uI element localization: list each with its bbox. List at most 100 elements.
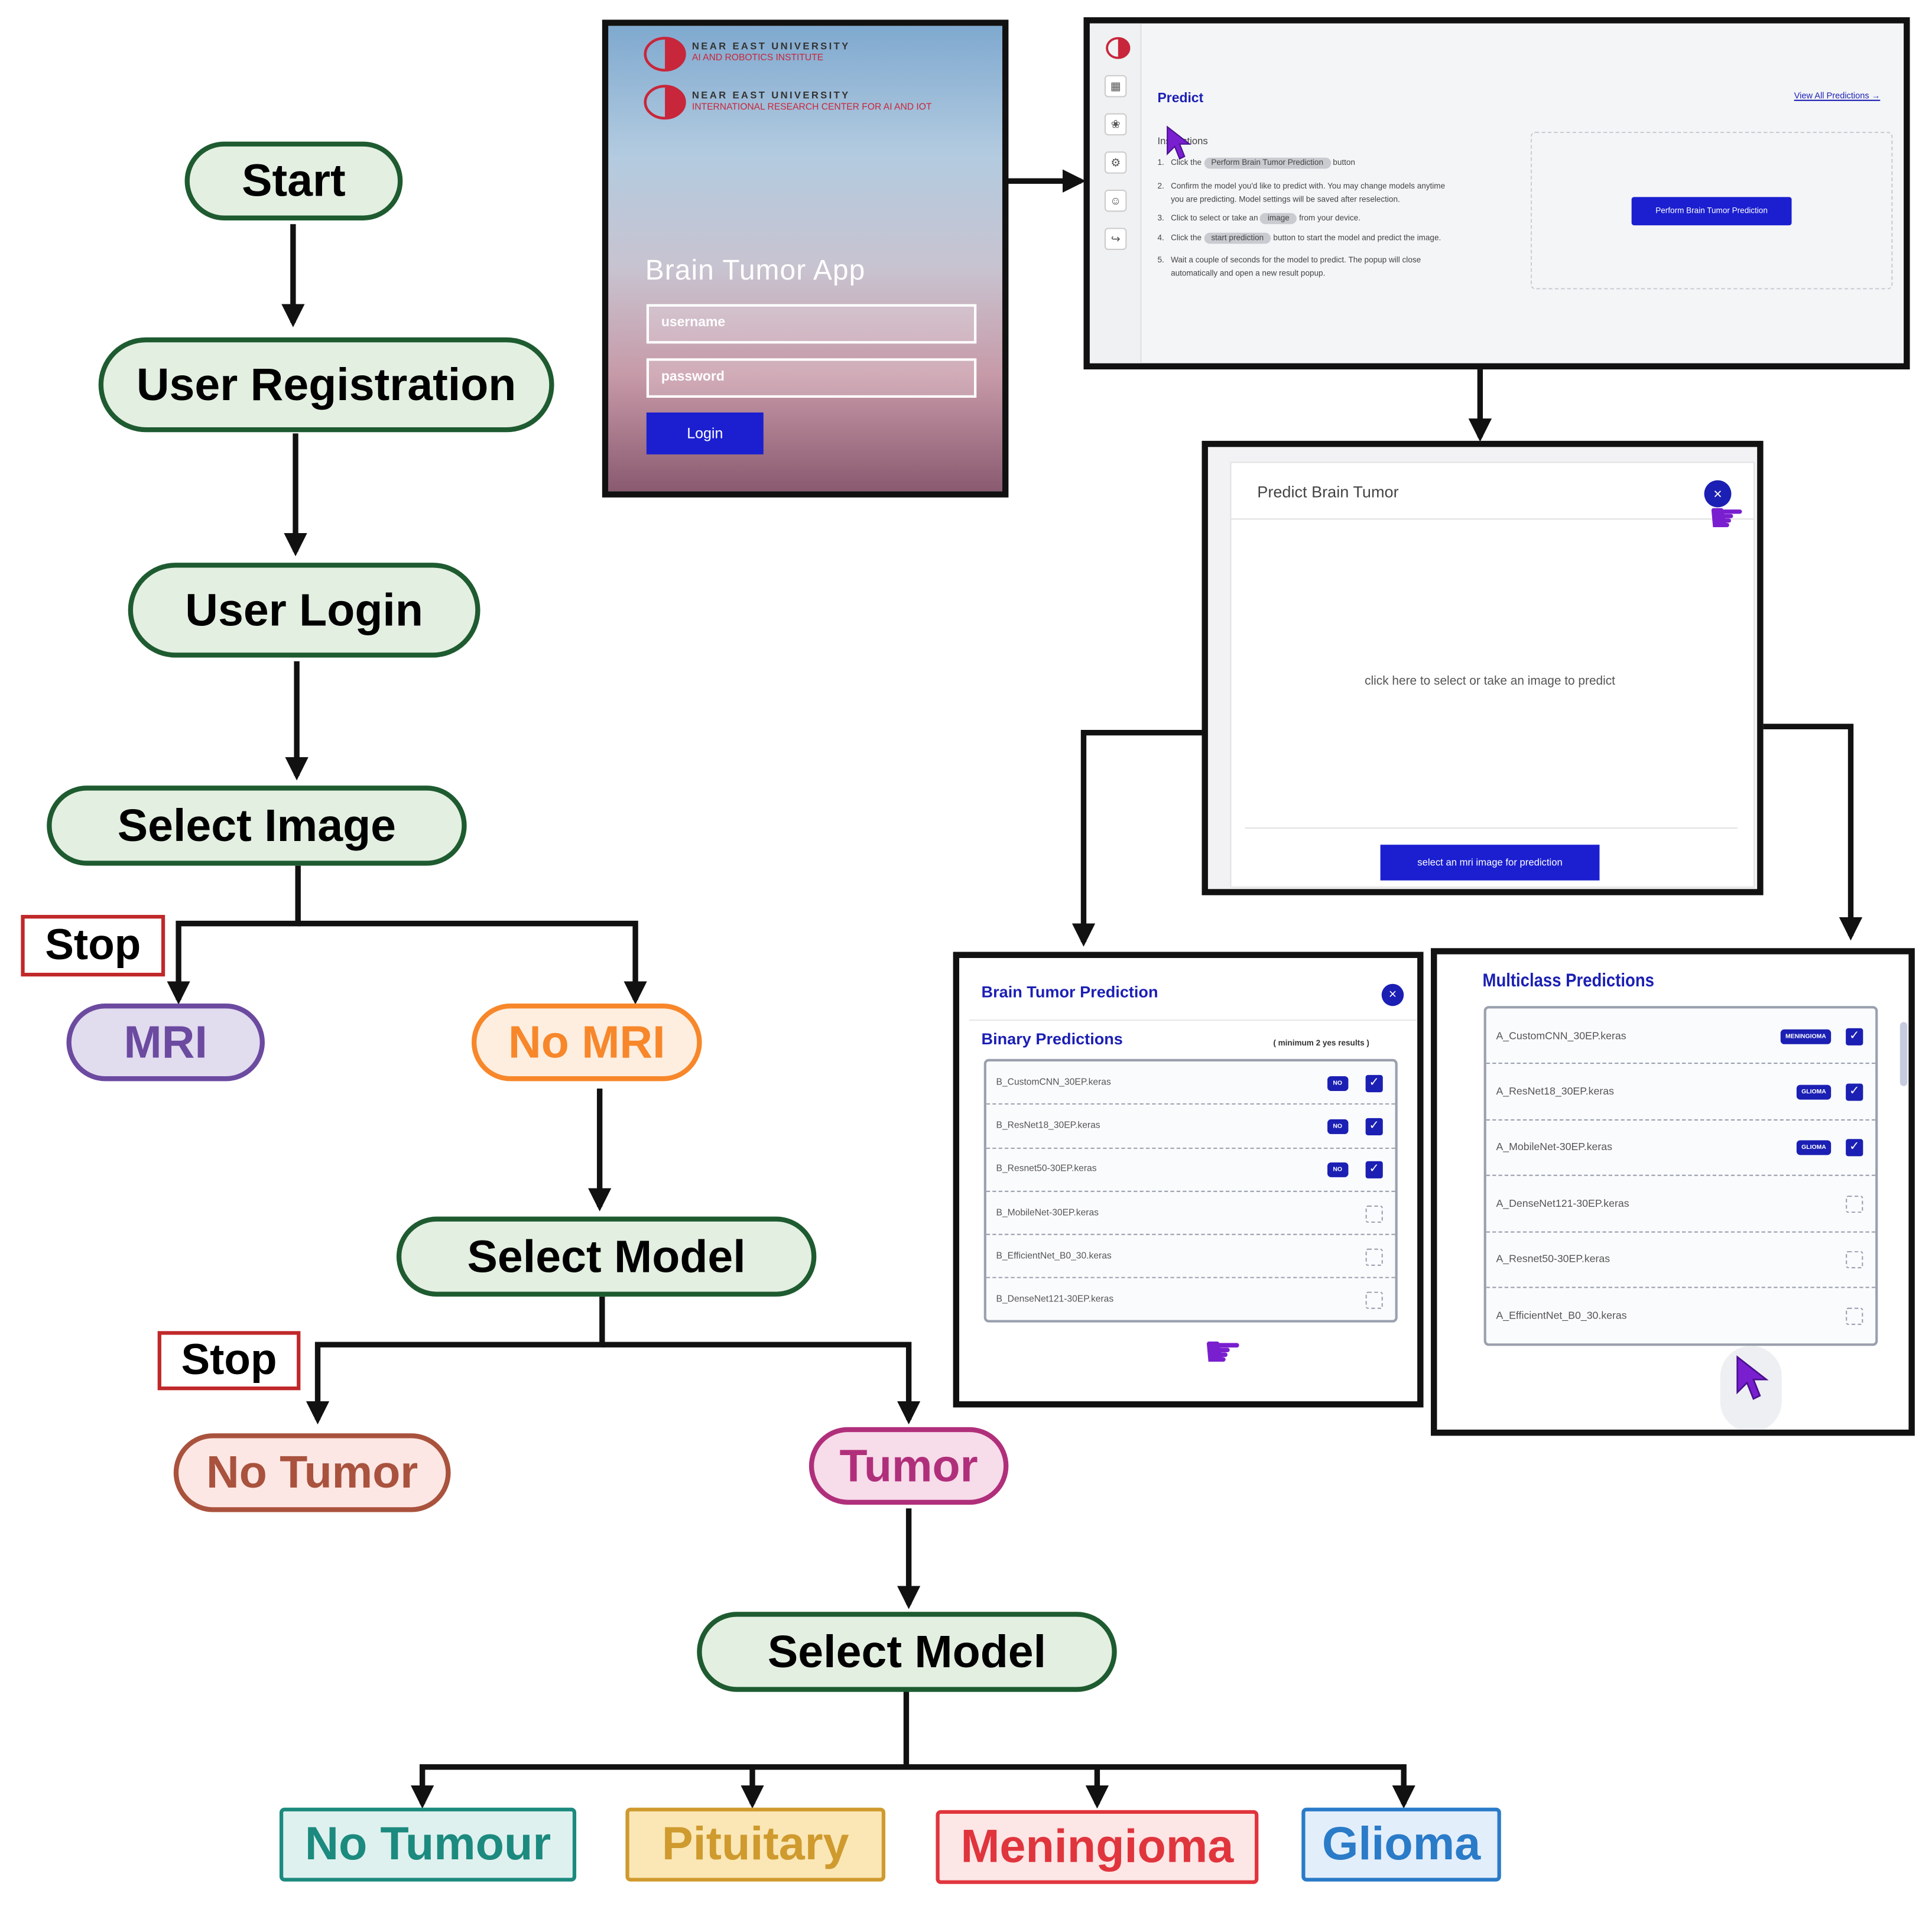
instruction-step-3: 3. Click to select or take an image from…	[1157, 213, 1360, 225]
binary-predictions-screenshot: Brain Tumor Prediction × Binary Predicti…	[953, 952, 1424, 1408]
checked-checkbox-icon[interactable]: ✓	[1365, 1118, 1383, 1135]
stop-label-1: Stop	[21, 915, 165, 977]
multi-model-name: A_EfficientNet_B0_30.keras	[1496, 1308, 1627, 1321]
login-button[interactable]: Login	[646, 412, 764, 454]
password-field[interactable]: password	[646, 358, 977, 398]
username-field[interactable]: username	[646, 304, 977, 344]
binary-model-name: B_MobileNet-30EP.keras	[996, 1206, 1099, 1217]
user-login-node: User Login	[128, 563, 480, 658]
multiclass-title: Multiclass Predictions	[1482, 970, 1654, 992]
select-mri-button[interactable]: select an mri image for prediction	[1380, 845, 1600, 881]
multi-result-badge: MENINGIOMA	[1780, 1029, 1832, 1044]
perform-prediction-panel	[1530, 131, 1893, 290]
multi-model-name: A_ResNet18_30EP.keras	[1496, 1084, 1615, 1098]
hand-cursor-icon: ☛	[1707, 493, 1746, 543]
multi-row[interactable]: A_EfficientNet_B0_30.keras	[1486, 1288, 1875, 1344]
tumor-node: Tumor	[808, 1427, 1009, 1505]
checkbox-icon[interactable]	[1365, 1204, 1383, 1222]
login-screenshot: NEAR EAST UNIVERSITY AI AND ROBOTICS INS…	[602, 20, 1009, 498]
multi-row[interactable]: A_CustomCNN_30EP.keras MENINGIOMA ✓	[1486, 1008, 1876, 1064]
checked-checkbox-icon[interactable]: ✓	[1365, 1161, 1383, 1179]
instruction-step-4: 4. Click the start prediction button to …	[1157, 232, 1441, 244]
predict-screenshot: ▦ ❀ ⚙ ☺ ↪ Predict View All Predictions →…	[1083, 17, 1910, 370]
brain-icon[interactable]: ❀	[1104, 113, 1127, 136]
select-model-node-2: Select Model	[697, 1612, 1117, 1692]
stop-label-2: Stop	[157, 1331, 301, 1391]
class-pituitary: Pituitary	[625, 1807, 886, 1882]
users-icon[interactable]: ☺	[1104, 189, 1127, 212]
binary-row[interactable]: B_MobileNet-30EP.keras	[986, 1192, 1395, 1236]
step3-pre: Click to select or take an	[1171, 214, 1258, 223]
modal-close-button[interactable]: ×	[1704, 480, 1732, 508]
multiclass-pointer-cursor-icon	[1736, 1355, 1769, 1400]
brand2-line1: NEAR EAST UNIVERSITY	[691, 90, 850, 101]
instruction-step-5: 5. Wait a couple of seconds for the mode…	[1157, 256, 1421, 278]
binary-row[interactable]: B_Resnet50-30EP.keras NO ✓	[986, 1148, 1395, 1192]
select-image-node: Select Image	[47, 785, 467, 866]
brand1-line2: AI AND ROBOTICS INSTITUTE	[691, 51, 824, 63]
modal-card	[1230, 462, 1755, 888]
step4-post: button to start the model and predict th…	[1273, 233, 1441, 243]
checkbox-icon[interactable]	[1365, 1291, 1383, 1310]
instruction-step-2: 2. Confirm the model you'd like to predi…	[1157, 182, 1446, 204]
modal-title: Predict Brain Tumor	[1257, 482, 1399, 501]
checkbox-icon[interactable]	[1846, 1251, 1863, 1269]
step2-line2: you are predicting. Model settings will …	[1171, 196, 1400, 204]
step1-pre: Click the	[1171, 158, 1202, 168]
multi-row[interactable]: A_DenseNet121-30EP.keras	[1486, 1176, 1876, 1232]
modal-footer-divider	[1245, 827, 1738, 829]
binary-row[interactable]: B_EfficientNet_B0_30.keras	[986, 1235, 1395, 1279]
select-model-node-1: Select Model	[396, 1216, 817, 1297]
binary-model-name: B_CustomCNN_30EP.keras	[996, 1076, 1111, 1087]
step5-line2: automatically and open a new result popu…	[1171, 269, 1326, 278]
checkbox-icon[interactable]	[1846, 1307, 1863, 1325]
predict-modal-screenshot: Predict Brain Tumor × ☛ click here to se…	[1202, 440, 1764, 895]
perform-prediction-button[interactable]: Perform Brain Tumor Prediction	[1631, 197, 1792, 226]
multi-result-badge: GLIOMA	[1796, 1141, 1832, 1156]
checked-checkbox-icon[interactable]: ✓	[1365, 1074, 1383, 1092]
checkbox-icon[interactable]	[1365, 1248, 1383, 1266]
start-node: Start	[184, 141, 403, 220]
app-title: Brain Tumor App	[645, 254, 866, 286]
step4-pre: Click the	[1171, 233, 1202, 243]
step3-post: from your device.	[1299, 214, 1360, 223]
binary-close-button[interactable]: ×	[1381, 983, 1404, 1006]
binary-title: Brain Tumor Prediction	[981, 982, 1158, 1001]
multi-model-name: A_DenseNet121-30EP.keras	[1496, 1196, 1629, 1209]
predict-title: Predict	[1157, 91, 1204, 106]
binary-model-name: B_Resnet50-30EP.keras	[996, 1163, 1097, 1174]
checkbox-icon[interactable]	[1846, 1195, 1863, 1213]
multi-model-name: A_Resnet50-30EP.keras	[1496, 1252, 1610, 1265]
checked-checkbox-icon[interactable]: ✓	[1846, 1028, 1863, 1045]
view-all-predictions-link[interactable]: View All Predictions →	[1794, 92, 1881, 101]
checked-checkbox-icon[interactable]: ✓	[1846, 1139, 1863, 1157]
logout-icon[interactable]: ↪	[1104, 228, 1127, 250]
binary-result-badge: NO	[1326, 1119, 1349, 1134]
step1-chip: Perform Brain Tumor Prediction	[1203, 157, 1331, 169]
multiclass-scrollbar[interactable]	[1899, 1022, 1908, 1086]
binary-hint: ( minimum 2 yes results )	[1273, 1039, 1369, 1048]
multi-model-name: A_CustomCNN_30EP.keras	[1496, 1029, 1626, 1041]
binary-row[interactable]: B_DenseNet121-30EP.keras	[986, 1279, 1395, 1323]
multi-row[interactable]: A_Resnet50-30EP.keras	[1486, 1232, 1876, 1288]
image-drop-area[interactable]: click here to select or take an image to…	[1365, 674, 1615, 689]
checked-checkbox-icon[interactable]: ✓	[1846, 1083, 1863, 1101]
binary-section-title: Binary Predictions	[981, 1029, 1123, 1048]
binary-result-badge: NO	[1326, 1163, 1349, 1178]
binary-row[interactable]: B_CustomCNN_30EP.keras NO ✓	[986, 1061, 1395, 1105]
instruction-step-1: 1. Click the Perform Brain Tumor Predict…	[1157, 157, 1355, 169]
binary-result-badge: NO	[1326, 1076, 1349, 1091]
dashboard-icon[interactable]: ▦	[1104, 75, 1127, 98]
step3-chip: image	[1260, 213, 1297, 225]
pointer-cursor-icon	[1167, 125, 1191, 160]
settings-icon[interactable]: ⚙	[1104, 151, 1127, 174]
university-logo-icon	[644, 37, 686, 72]
class-glioma: Glioma	[1301, 1807, 1501, 1882]
class-meningioma: Meningioma	[936, 1810, 1259, 1884]
